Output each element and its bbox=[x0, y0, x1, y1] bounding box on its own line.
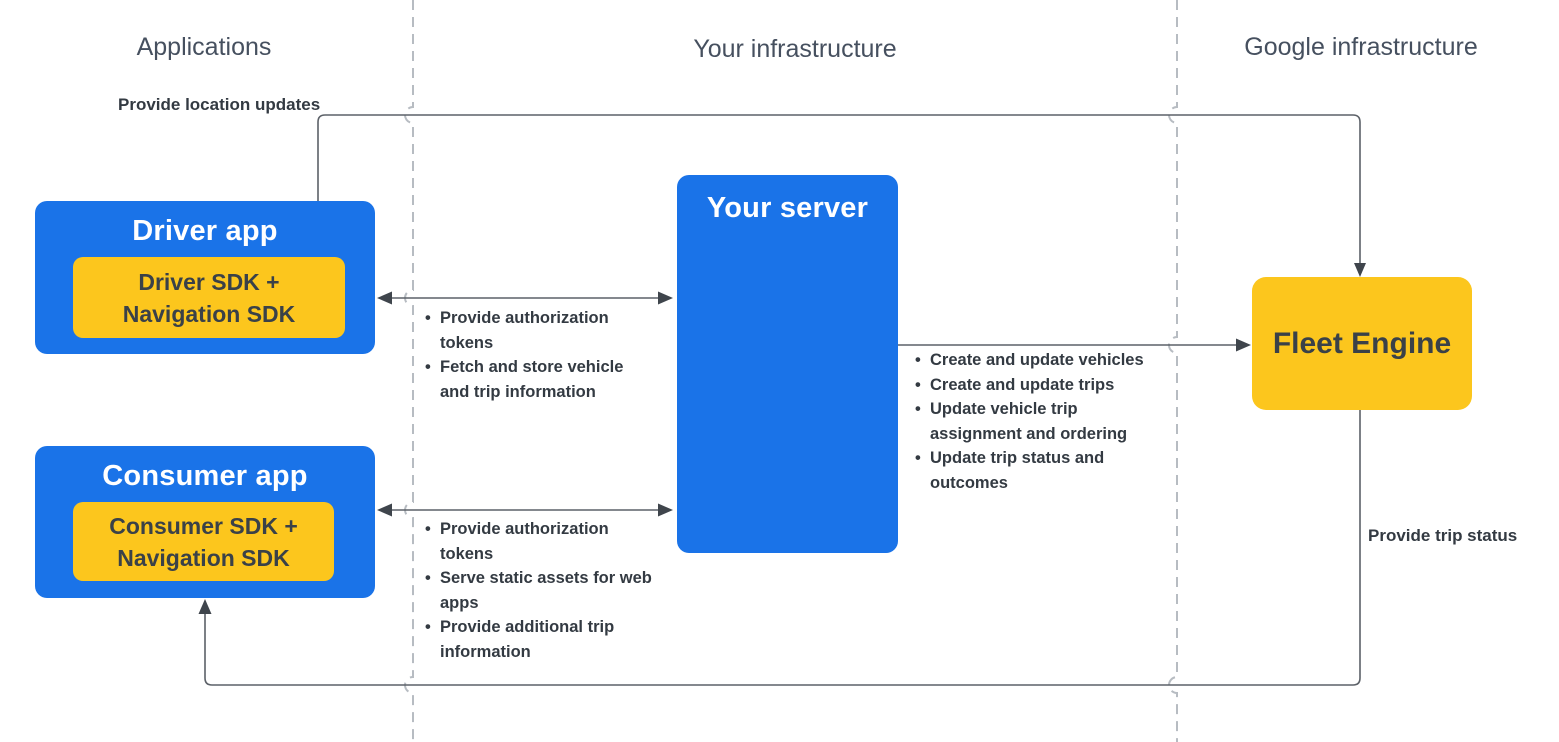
arrowhead-right-fleet-engine bbox=[1236, 338, 1251, 352]
consumer-app-title: Consumer app bbox=[102, 460, 308, 492]
list-item: Create and update vehicles bbox=[915, 348, 1170, 373]
arrowhead-right-your-server-bottom bbox=[658, 503, 673, 517]
arrowhead-down-fleet-engine bbox=[1354, 263, 1366, 277]
list-driver-server-responsibilities: Provide authorization tokensFetch and st… bbox=[425, 306, 657, 404]
node-consumer-app: Consumer app Consumer SDK + Navigation S… bbox=[35, 446, 375, 598]
list-consumer-server-responsibilities: Provide authorization tokensServe static… bbox=[425, 517, 657, 664]
list-item: Provide additional trip information bbox=[425, 615, 657, 664]
divider-applications-infrastructure bbox=[404, 0, 414, 742]
node-your-server: Your server bbox=[677, 175, 898, 553]
node-fleet-engine: Fleet Engine bbox=[1252, 277, 1472, 410]
label-provide-trip-status: Provide trip status bbox=[1368, 526, 1518, 545]
list-item: Provide authorization tokens bbox=[425, 517, 657, 566]
arrowhead-left-consumer-app bbox=[377, 503, 392, 517]
list-item: Update trip status and outcomes bbox=[915, 446, 1170, 495]
list-item: Fetch and store vehicle and trip informa… bbox=[425, 355, 657, 404]
node-driver-app: Driver app Driver SDK + Navigation SDK bbox=[35, 201, 375, 354]
edge-location-updates bbox=[317, 114, 1361, 263]
driver-sdk-box: Driver SDK + Navigation SDK bbox=[73, 257, 345, 338]
consumer-sdk-box: Consumer SDK + Navigation SDK bbox=[73, 502, 334, 581]
arrowhead-up-consumer-app bbox=[198, 599, 212, 614]
list-item: Create and update trips bbox=[915, 373, 1170, 398]
divider-infrastructure-google bbox=[1168, 0, 1178, 742]
column-header-google-infrastructure: Google infrastructure bbox=[1244, 33, 1478, 61]
list-server-fleet-responsibilities: Create and update vehiclesCreate and upd… bbox=[915, 348, 1170, 495]
arrowhead-left-driver-app bbox=[377, 291, 392, 305]
arrowhead-right-your-server-top bbox=[658, 291, 673, 305]
column-header-applications: Applications bbox=[136, 33, 272, 61]
list-item: Serve static assets for web apps bbox=[425, 566, 657, 615]
list-item: Update vehicle trip assignment and order… bbox=[915, 397, 1170, 446]
edge-trip-status bbox=[204, 410, 1361, 686]
label-provide-location-updates: Provide location updates bbox=[118, 95, 321, 114]
column-header-your-infrastructure: Your infrastructure bbox=[693, 35, 897, 63]
list-item: Provide authorization tokens bbox=[425, 306, 657, 355]
your-server-title: Your server bbox=[706, 192, 869, 224]
driver-app-title: Driver app bbox=[132, 215, 278, 247]
